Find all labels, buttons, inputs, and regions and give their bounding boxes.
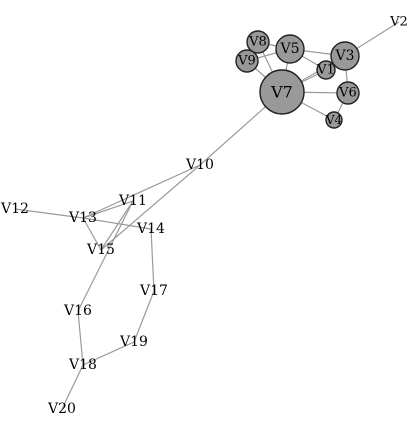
label-v4: V4 — [325, 113, 343, 127]
label-v14: V14 — [136, 221, 165, 237]
edge-v19-v18 — [82, 341, 135, 366]
label-v19: V19 — [119, 334, 148, 350]
graph-nodes — [235, 30, 360, 129]
edge-v12-v13 — [14, 208, 84, 219]
edge-v11-v16 — [77, 200, 134, 312]
edge-v16-v18 — [77, 310, 84, 366]
label-v8: V8 — [248, 35, 267, 50]
label-v20: V20 — [47, 401, 76, 417]
label-v12: V12 — [0, 201, 29, 217]
label-v7: V7 — [270, 83, 293, 102]
node-v5[interactable] — [275, 34, 305, 64]
label-v17: V17 — [139, 283, 168, 299]
label-v5: V5 — [279, 41, 299, 57]
label-v11: V11 — [118, 193, 147, 209]
node-v4[interactable] — [325, 111, 343, 129]
label-v18: V18 — [68, 357, 97, 373]
node-v6[interactable] — [336, 81, 360, 105]
label-v9: V9 — [237, 54, 256, 69]
edge-v13-v15 — [82, 217, 102, 251]
label-v13: V13 — [68, 210, 97, 226]
node-v3[interactable] — [330, 41, 360, 71]
label-v2: V2 — [389, 15, 408, 30]
node-v1[interactable] — [316, 60, 336, 80]
edge-v10-v13 — [82, 164, 201, 219]
label-v16: V16 — [63, 303, 92, 319]
edge-v11-v15 — [100, 200, 134, 251]
node-v8[interactable] — [246, 30, 270, 54]
edge-v18-v20 — [61, 364, 84, 410]
node-v7[interactable] — [259, 69, 305, 115]
edge-v13-v14 — [82, 217, 152, 230]
label-v10: V10 — [185, 157, 214, 173]
edge-v13-v11 — [82, 200, 134, 219]
label-v6: V6 — [338, 86, 357, 101]
label-v15: V15 — [86, 242, 115, 258]
graph-labels: V1V2V3V4V5V6V7V8V9V10V11V12V13V14V15V16V… — [0, 15, 408, 418]
label-v1: V1 — [316, 63, 335, 78]
node-v9[interactable] — [235, 49, 259, 73]
edge-v10-v15 — [100, 164, 201, 251]
label-v3: V3 — [334, 48, 354, 64]
edge-v17-v19 — [133, 290, 155, 343]
edge-v14-v17 — [150, 228, 155, 292]
